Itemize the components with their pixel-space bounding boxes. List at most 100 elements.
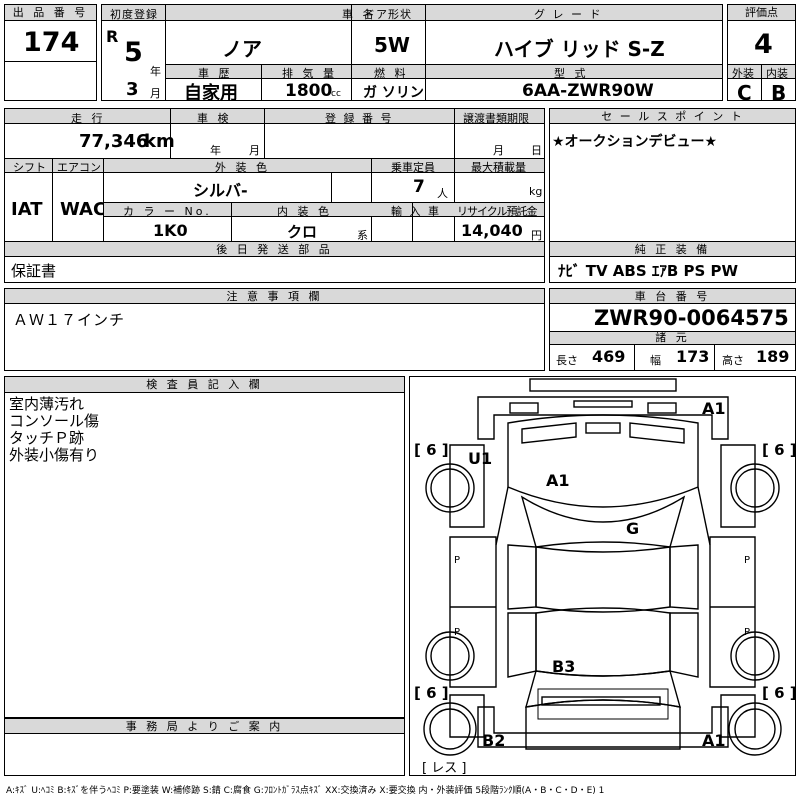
mark-rear-glass: B3 <box>552 657 576 676</box>
divider <box>264 109 265 158</box>
chassis-value: ZWR90-0064575 <box>594 306 789 330</box>
mark-front-bumper: A1 <box>702 399 726 418</box>
tire-rr-tread: [ 6 ] <box>762 684 797 702</box>
svg-text:P: P <box>744 627 750 638</box>
office-label: 事 務 局 よ り ご 案 内 <box>5 719 404 734</box>
model-label: 型 式 <box>554 67 589 80</box>
divider <box>331 173 332 202</box>
chassis-label: 車 台 番 号 <box>550 289 795 304</box>
displacement-value: 1800 <box>285 81 333 101</box>
history-label: 車 歴 <box>198 67 233 80</box>
docs-label: 後 日 発 送 部 品 <box>5 242 544 257</box>
inspector-label: 検 査 員 記 入 欄 <box>5 377 404 393</box>
recycle-value: 14,040 <box>461 221 523 240</box>
import-label: 輸 入 車 <box>391 205 441 218</box>
transfer-label: 譲渡書類期限 <box>463 112 529 125</box>
divider <box>165 5 166 100</box>
inspector-line: 室内薄汚れ <box>9 395 85 413</box>
recycle-unit: 円 <box>531 229 542 242</box>
ext-color-value: シルバ- <box>193 181 248 200</box>
score-value: 4 <box>754 29 773 60</box>
office-box: 事 務 局 よ り ご 案 内 <box>4 718 405 776</box>
color-no-value: 1K0 <box>153 221 188 240</box>
spare-tire-label: [ レス ] <box>422 761 467 776</box>
notes-box: 注 意 事 項 欄 ＡＷ１７インチ <box>4 288 545 371</box>
length-label: 長さ <box>556 354 578 367</box>
spec-label: 諸 元 <box>550 332 795 345</box>
header-bar <box>102 5 722 21</box>
score-box: 評価点 4 外装 内装 C B <box>727 4 796 105</box>
year-unit: 年 <box>150 65 161 78</box>
divider <box>425 5 426 66</box>
reg-month: 3 <box>126 79 139 100</box>
tire-fr-tread: [ 6 ] <box>762 441 797 459</box>
inspection-label: 車 検 <box>197 112 232 125</box>
row4-header <box>104 203 544 217</box>
mark-rear-right: A1 <box>702 731 726 750</box>
car-outline-drawing: P P P P <box>423 378 782 756</box>
subheader-bar <box>166 65 722 79</box>
divider <box>728 64 795 65</box>
divider <box>103 159 104 242</box>
fuel-label: 燃 料 <box>374 67 409 80</box>
displacement-unit: cc <box>331 89 341 99</box>
mark-hood-left: U1 <box>468 449 493 468</box>
int-color-unit: 系 <box>357 229 368 242</box>
divider <box>454 159 455 242</box>
ac-label: エアコン <box>57 161 101 174</box>
inspection-year-unit: 年 <box>210 144 221 157</box>
ac-value: WAC <box>60 199 107 220</box>
lot-number: 174 <box>23 27 80 58</box>
mark-windshield: G <box>626 519 640 538</box>
grade-value: ハイブ リッド S-Z <box>494 37 665 61</box>
reg-no-label: 登 録 番 号 <box>325 112 394 125</box>
divider <box>103 202 544 203</box>
divider <box>412 203 413 242</box>
divider <box>371 159 372 242</box>
int-color-value: クロ <box>287 223 318 241</box>
chassis-box: 車 台 番 号 ZWR90-0064575 諸 元 長さ 469 幅 173 高… <box>549 288 796 371</box>
divider <box>261 65 262 100</box>
divider <box>425 65 426 100</box>
color-no-label: カ ラ ー No. <box>123 205 212 218</box>
load-label: 最大積載量 <box>471 161 526 174</box>
first-reg-label: 初度登録 <box>110 8 158 21</box>
divider <box>5 61 96 62</box>
sales-point-box: セ ー ル ス ポ イ ン ト ★オークションデビュー★ <box>549 108 796 242</box>
sales-point-label: セ ー ル ス ポ イ ン ト <box>550 109 795 124</box>
details-header <box>5 109 544 124</box>
int-score: B <box>771 81 787 105</box>
svg-text:P: P <box>454 555 460 566</box>
docs-value: 保証書 <box>11 262 57 280</box>
history-value: 自家用 <box>184 83 238 104</box>
equipment-value: ﾅﾋﾞ TV ABS ｴｱB PS PW <box>558 262 739 280</box>
divider <box>454 109 455 158</box>
divider <box>231 203 232 242</box>
length-value: 469 <box>592 347 626 366</box>
notes-value: ＡＷ１７インチ <box>13 311 126 329</box>
mileage-value: 77,346 <box>79 131 149 152</box>
details-box: 走 行 車 検 登 録 番 号 譲渡書類期限 77,346 km 年 月 月 日… <box>4 108 545 242</box>
lot-box: 出 品 番 号 174 <box>4 4 97 101</box>
notes-label: 注 意 事 項 欄 <box>5 289 544 304</box>
transfer-day-unit: 日 <box>531 144 542 157</box>
int-color-label: 内 装 色 <box>277 205 332 218</box>
seats-value: 7 <box>413 177 425 197</box>
fuel-value: ガ ソリン <box>363 85 424 101</box>
height-label: 高さ <box>722 354 744 367</box>
vehicle-info-box: 初度登録 車 名 ドア形状 グ レ ー ド R 5 年 ノア 5W ハイブ リッ… <box>101 4 723 104</box>
transfer-month-unit: 月 <box>493 144 504 157</box>
model-value: 6AA-ZWR90W <box>522 81 654 101</box>
displacement-label: 排 気 量 <box>282 67 337 80</box>
car-name: ノア <box>222 37 262 61</box>
reg-year: 5 <box>124 37 143 68</box>
inspector-line: コンソール傷 <box>9 412 100 430</box>
car-name-label: 車 名 <box>342 8 377 21</box>
tire-rl-tread: [ 6 ] <box>414 684 449 702</box>
int-label: 内装 <box>766 67 788 80</box>
seats-unit: 人 <box>437 187 448 200</box>
divider <box>52 159 53 242</box>
shift-label: シフト <box>13 161 46 174</box>
divider <box>351 65 352 100</box>
car-diagram: P P P P [ 6 ] [ 6 ] [ 6 ] [ 6 ] A1 U1 A1… <box>409 376 797 776</box>
